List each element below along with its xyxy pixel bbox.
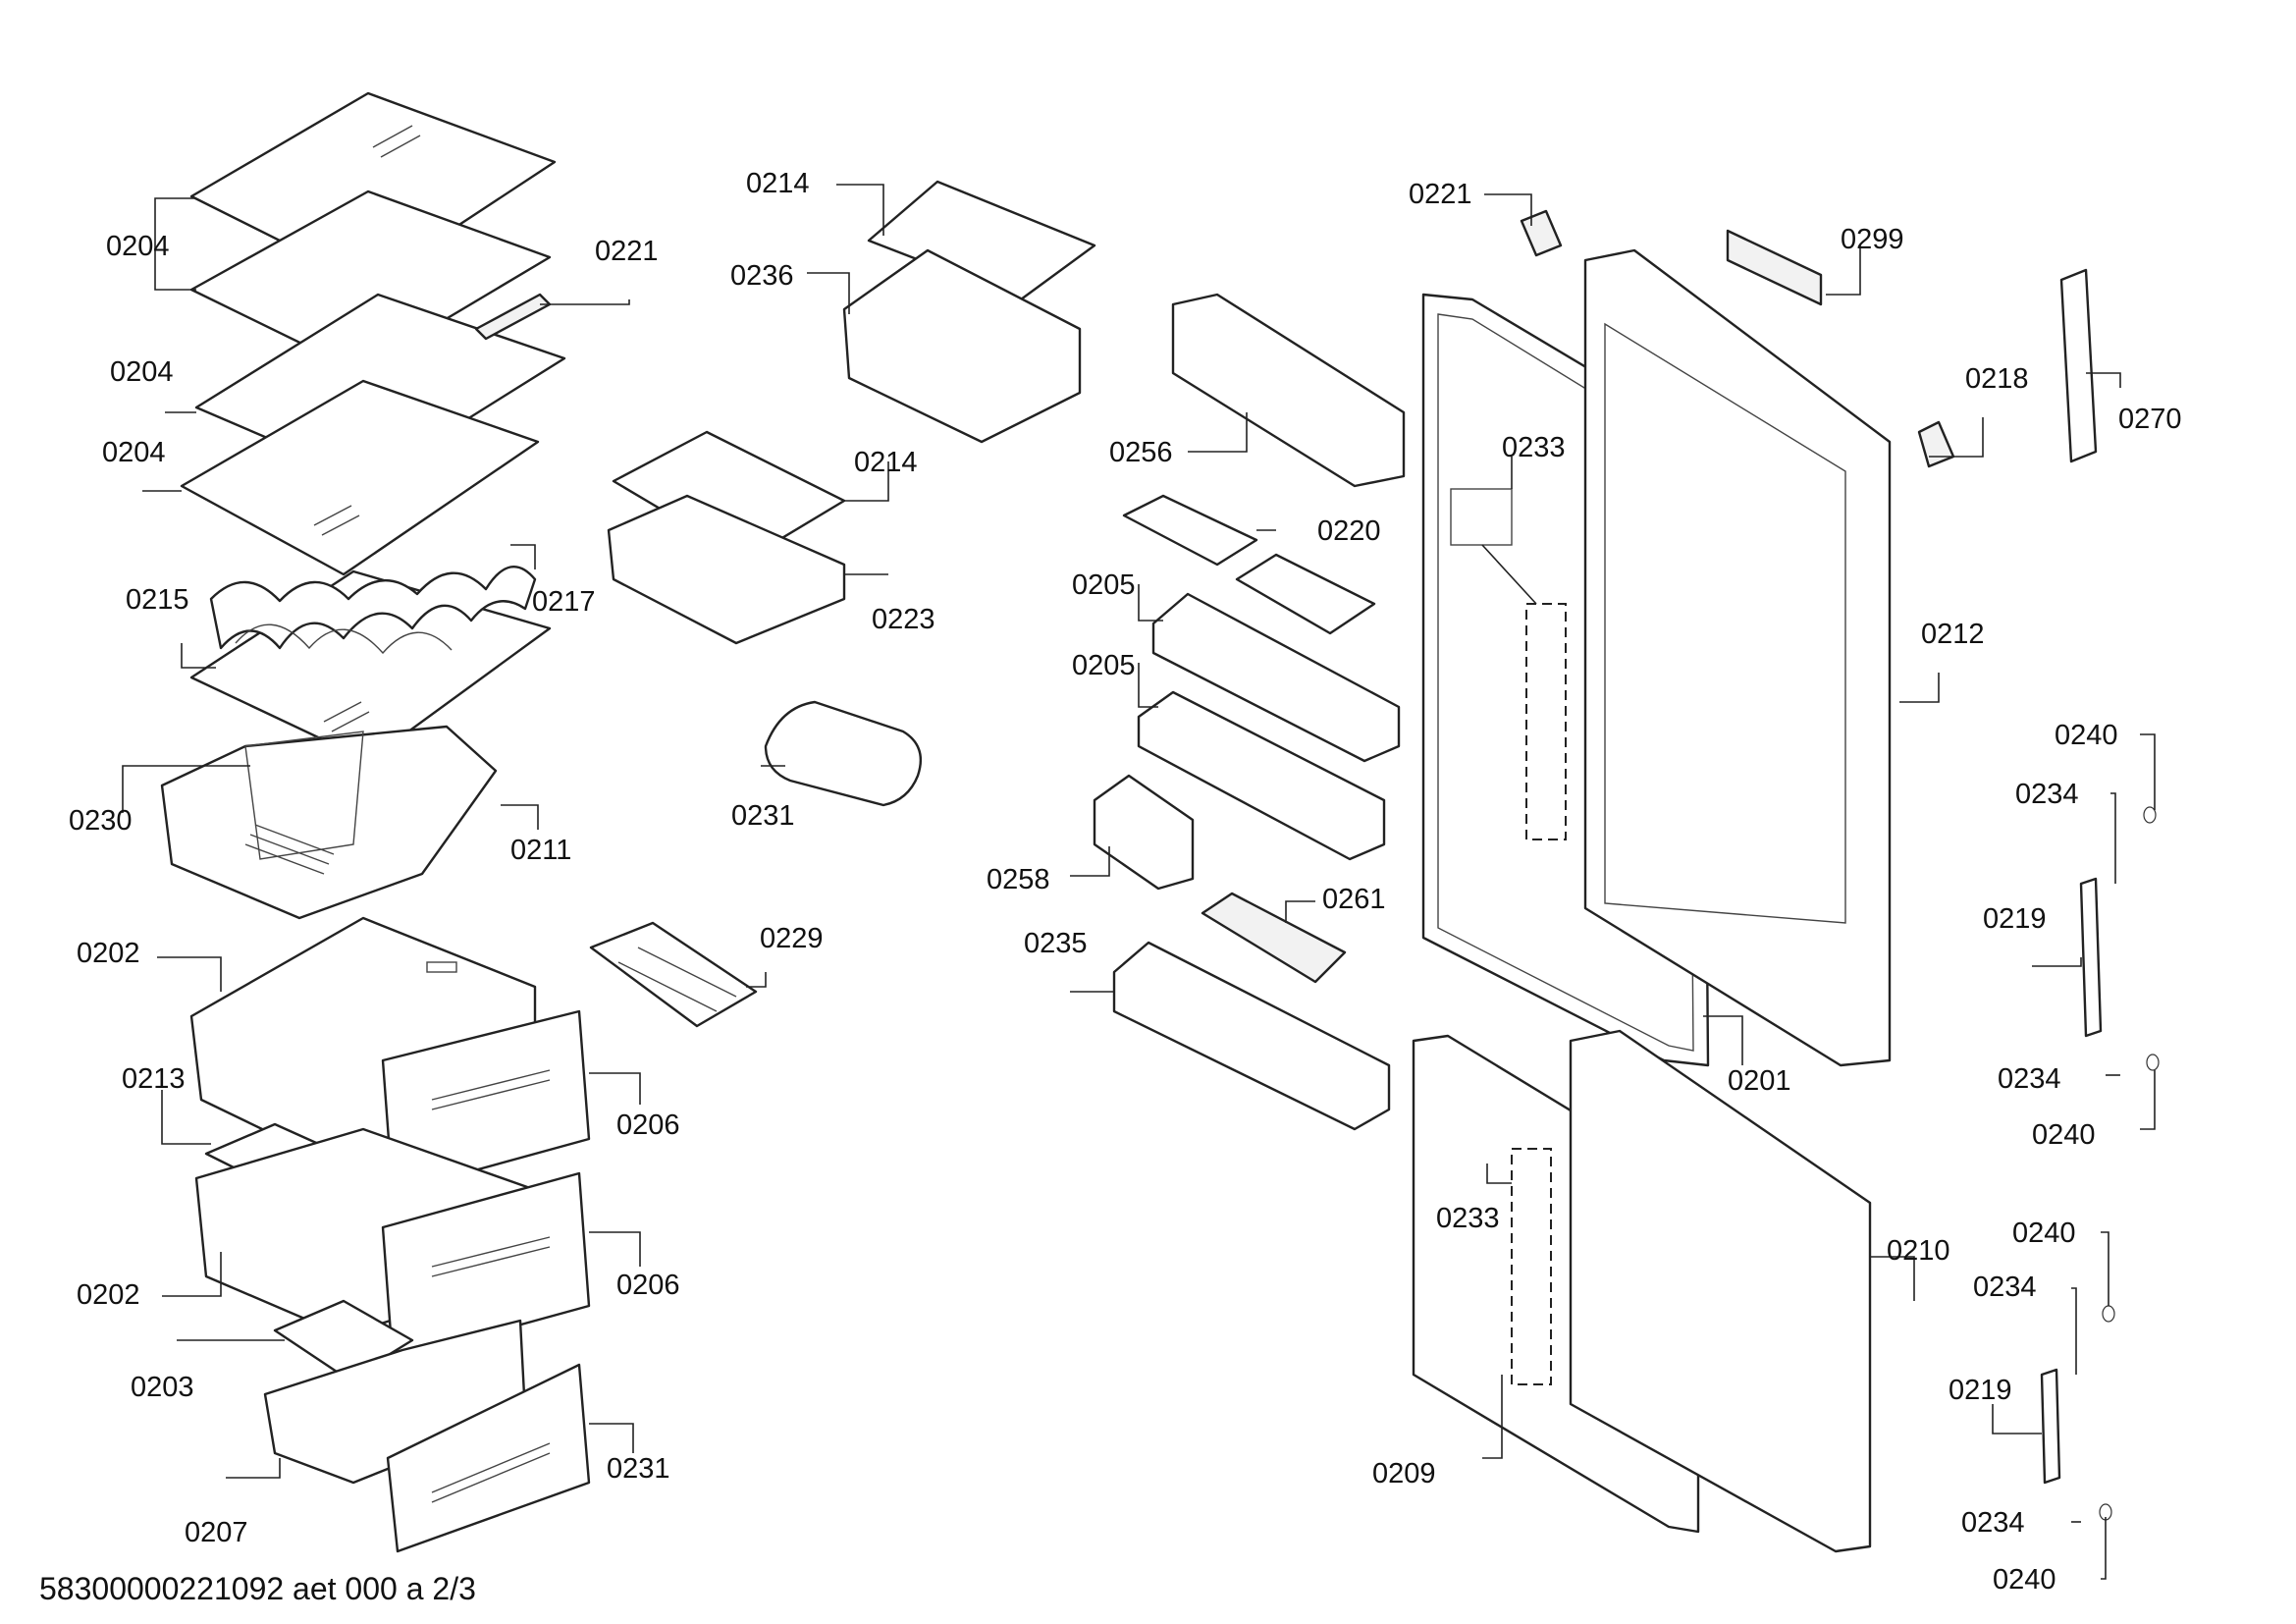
crisper-cover	[160, 725, 498, 920]
bar-part-0221	[474, 293, 552, 341]
screw-0240-b	[2146, 1054, 2160, 1071]
freezer-drawer-middle	[194, 1127, 591, 1362]
callout-0240-c: 0240	[2012, 1218, 2076, 1249]
callout-0235: 0235	[1024, 928, 1088, 959]
crisper-drawer-small	[842, 180, 1096, 444]
callout-0234-d: 0234	[1961, 1507, 2025, 1539]
callout-0214-b: 0214	[854, 447, 918, 478]
document-code: 58300000221092 aet 000 a 2/3	[39, 1571, 476, 1606]
door-bin-0256	[1171, 293, 1406, 488]
callout-0233-a: 0233	[1502, 432, 1566, 463]
callout-0234-b: 0234	[1998, 1063, 2061, 1095]
detail-box	[1450, 488, 1513, 546]
handle-0219-lower	[2040, 1368, 2061, 1485]
callout-0221-b: 0221	[1409, 179, 1472, 210]
callout-0230: 0230	[69, 805, 133, 837]
callout-0213: 0213	[122, 1063, 186, 1095]
screw-0240-a	[2143, 806, 2157, 824]
callout-0219-b: 0219	[1949, 1375, 2012, 1406]
callout-0214-a: 0214	[746, 168, 810, 199]
door-0210	[1569, 1029, 1872, 1553]
tray-0223	[607, 430, 846, 645]
callout-0201: 0201	[1728, 1065, 1791, 1097]
callout-0202-a: 0202	[77, 938, 140, 969]
callout-0270: 0270	[2118, 404, 2182, 435]
egg-tray-b	[1235, 553, 1376, 635]
callout-0236: 0236	[730, 260, 794, 292]
callout-0211: 0211	[510, 835, 571, 866]
callout-0219-a: 0219	[1983, 903, 2047, 935]
callout-0204-b: 0204	[110, 356, 174, 388]
callout-labels: 0204 0221 0204 0204 0215 0217 0230 0211 …	[69, 168, 2182, 1596]
freezer-drawer-top	[189, 916, 591, 1195]
callout-0299: 0299	[1841, 224, 1904, 255]
callout-0220: 0220	[1317, 515, 1381, 547]
callout-0231-a: 0231	[607, 1453, 670, 1485]
plate-0299	[1726, 229, 1823, 306]
callout-0205-b: 0205	[1072, 650, 1136, 681]
callout-0231-b: 0231	[731, 800, 795, 832]
door-bin-0205-b	[1137, 690, 1386, 861]
door-bin-0205-a	[1151, 592, 1401, 763]
dashed-box-upper	[1525, 603, 1567, 840]
callout-0205-a: 0205	[1072, 569, 1136, 601]
butter-box-0258	[1093, 774, 1195, 891]
handle-0219-upper	[2079, 877, 2103, 1038]
freezer-drawer-bottom	[263, 1319, 591, 1553]
glass-shelf-stack	[180, 91, 566, 763]
callout-0234-c: 0234	[1973, 1272, 2037, 1303]
egg-tray-a	[1122, 494, 1258, 567]
callout-0240-b: 0240	[2032, 1119, 2096, 1151]
callout-0204-a: 0204	[106, 231, 170, 262]
callout-0258: 0258	[987, 864, 1050, 895]
callout-0218: 0218	[1965, 363, 2029, 395]
divider-0261	[1201, 892, 1347, 984]
tray-0231	[764, 700, 923, 807]
leader-lines	[122, 184, 2156, 1580]
callout-0210: 0210	[1887, 1235, 1950, 1267]
callout-0240-d: 0240	[1993, 1564, 2056, 1596]
bracket-0221	[1520, 209, 1563, 257]
callout-0212: 0212	[1921, 619, 1985, 650]
handle-0270	[2059, 268, 2098, 463]
callout-0217: 0217	[532, 586, 596, 618]
callout-0215: 0215	[126, 584, 189, 616]
callout-0203: 0203	[131, 1372, 194, 1403]
callout-0206-a: 0206	[616, 1110, 680, 1141]
callout-0261: 0261	[1322, 884, 1386, 915]
callout-0233-b: 0233	[1436, 1203, 1500, 1234]
door-bin-0235	[1112, 941, 1391, 1131]
callout-0234-a: 0234	[2015, 779, 2079, 810]
callout-0223: 0223	[872, 604, 935, 635]
callout-0221-a: 0221	[595, 236, 659, 267]
dashed-box-lower	[1511, 1148, 1552, 1385]
bottle-rack	[209, 565, 537, 655]
hinge-0218	[1917, 420, 1955, 468]
callout-0209: 0209	[1372, 1458, 1436, 1489]
callout-0229: 0229	[760, 923, 824, 954]
callout-0202-b: 0202	[77, 1279, 140, 1311]
ice-cube-tray	[589, 921, 758, 1028]
callout-0240-a: 0240	[2055, 720, 2118, 751]
screw-0240-c	[2102, 1305, 2115, 1323]
callout-0204-c: 0204	[102, 437, 166, 468]
callout-0256: 0256	[1109, 437, 1173, 468]
callout-0207: 0207	[185, 1517, 248, 1548]
callout-0206-b: 0206	[616, 1270, 680, 1301]
door-0212	[1583, 248, 1892, 1067]
